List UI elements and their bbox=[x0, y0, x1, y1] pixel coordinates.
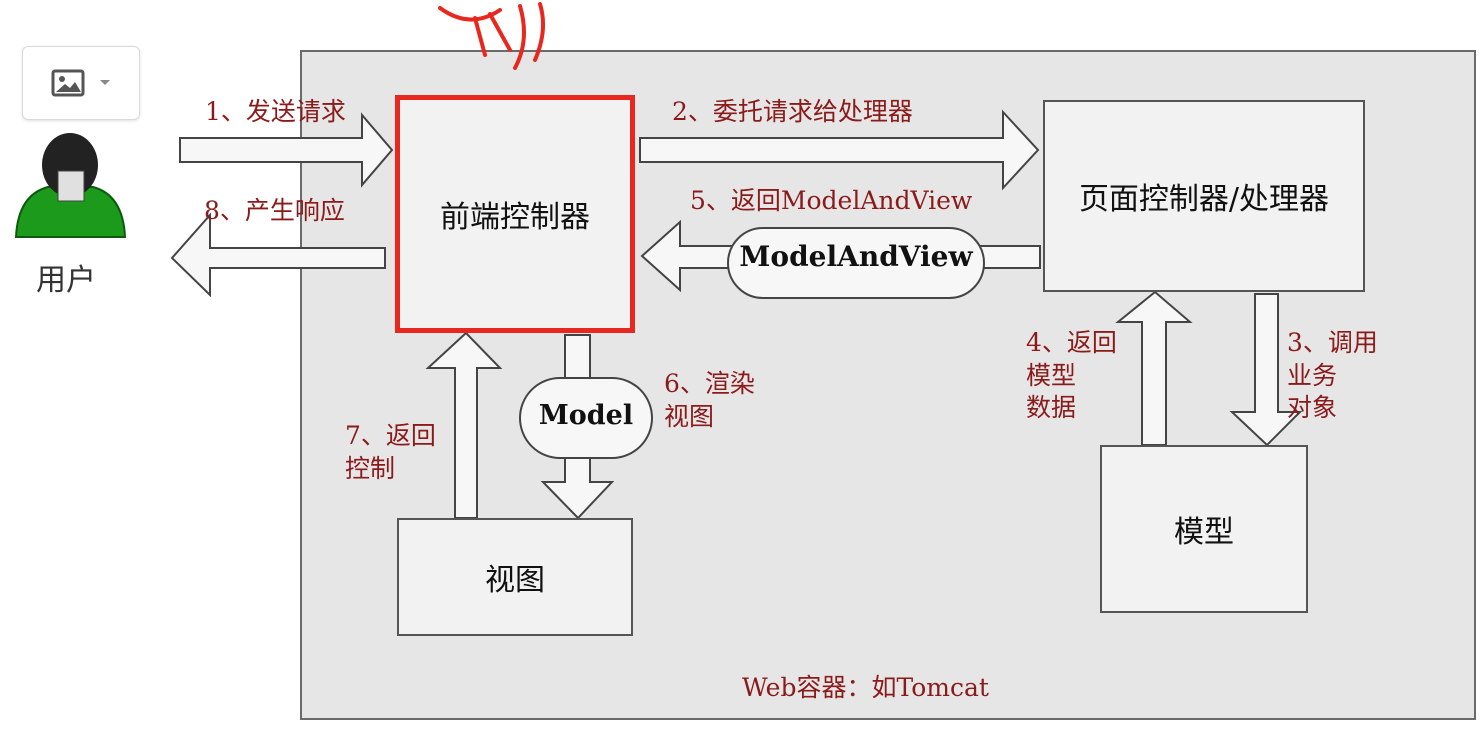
step-3-label: 3、调用 业务 对象 bbox=[1287, 328, 1378, 422]
model-box: 模型 bbox=[1100, 445, 1308, 613]
pill-model-and-view bbox=[727, 227, 985, 299]
user-label: 用户 bbox=[36, 263, 96, 298]
view-label: 视图 bbox=[485, 563, 545, 598]
model-label: 模型 bbox=[1174, 515, 1234, 550]
step-7-label: 7、返回 控制 bbox=[345, 421, 436, 483]
page-controller-label: 页面控制器/处理器 bbox=[1078, 182, 1330, 217]
red-scribble bbox=[438, 2, 546, 70]
arrow-return-control bbox=[425, 331, 503, 519]
arrow-send-request bbox=[179, 112, 394, 188]
view-box: 视图 bbox=[397, 518, 633, 636]
pill-model bbox=[519, 377, 653, 459]
step-8-label: 8、产生响应 bbox=[204, 196, 345, 225]
web-container-caption: Web容器：如Tomcat bbox=[742, 673, 989, 702]
step-2-label: 2、委托请求给处理器 bbox=[672, 97, 913, 126]
step-4-label: 4、返回 模型 数据 bbox=[1026, 328, 1117, 422]
page-controller-box: 页面控制器/处理器 bbox=[1043, 100, 1365, 292]
arrow-return-model-data bbox=[1115, 290, 1193, 446]
image-dropdown-button[interactable] bbox=[22, 46, 140, 120]
pill-model-and-view-label: ModelAndView bbox=[739, 240, 973, 273]
step-5-label: 5、返回ModelAndView bbox=[690, 186, 973, 215]
image-icon bbox=[51, 69, 85, 97]
step-6-label: 6、渲染 视图 bbox=[664, 369, 755, 431]
user-avatar-icon bbox=[14, 133, 127, 238]
chevron-down-icon bbox=[100, 80, 110, 85]
front-controller-box: 前端控制器 bbox=[395, 95, 635, 333]
arrow-call-business bbox=[1229, 293, 1303, 447]
step-1-label: 1、发送请求 bbox=[205, 97, 346, 126]
arrow-delegate bbox=[639, 109, 1040, 191]
front-controller-label: 前端控制器 bbox=[440, 200, 590, 235]
pill-model-label: Model bbox=[538, 400, 634, 431]
arrow-response bbox=[170, 212, 386, 298]
